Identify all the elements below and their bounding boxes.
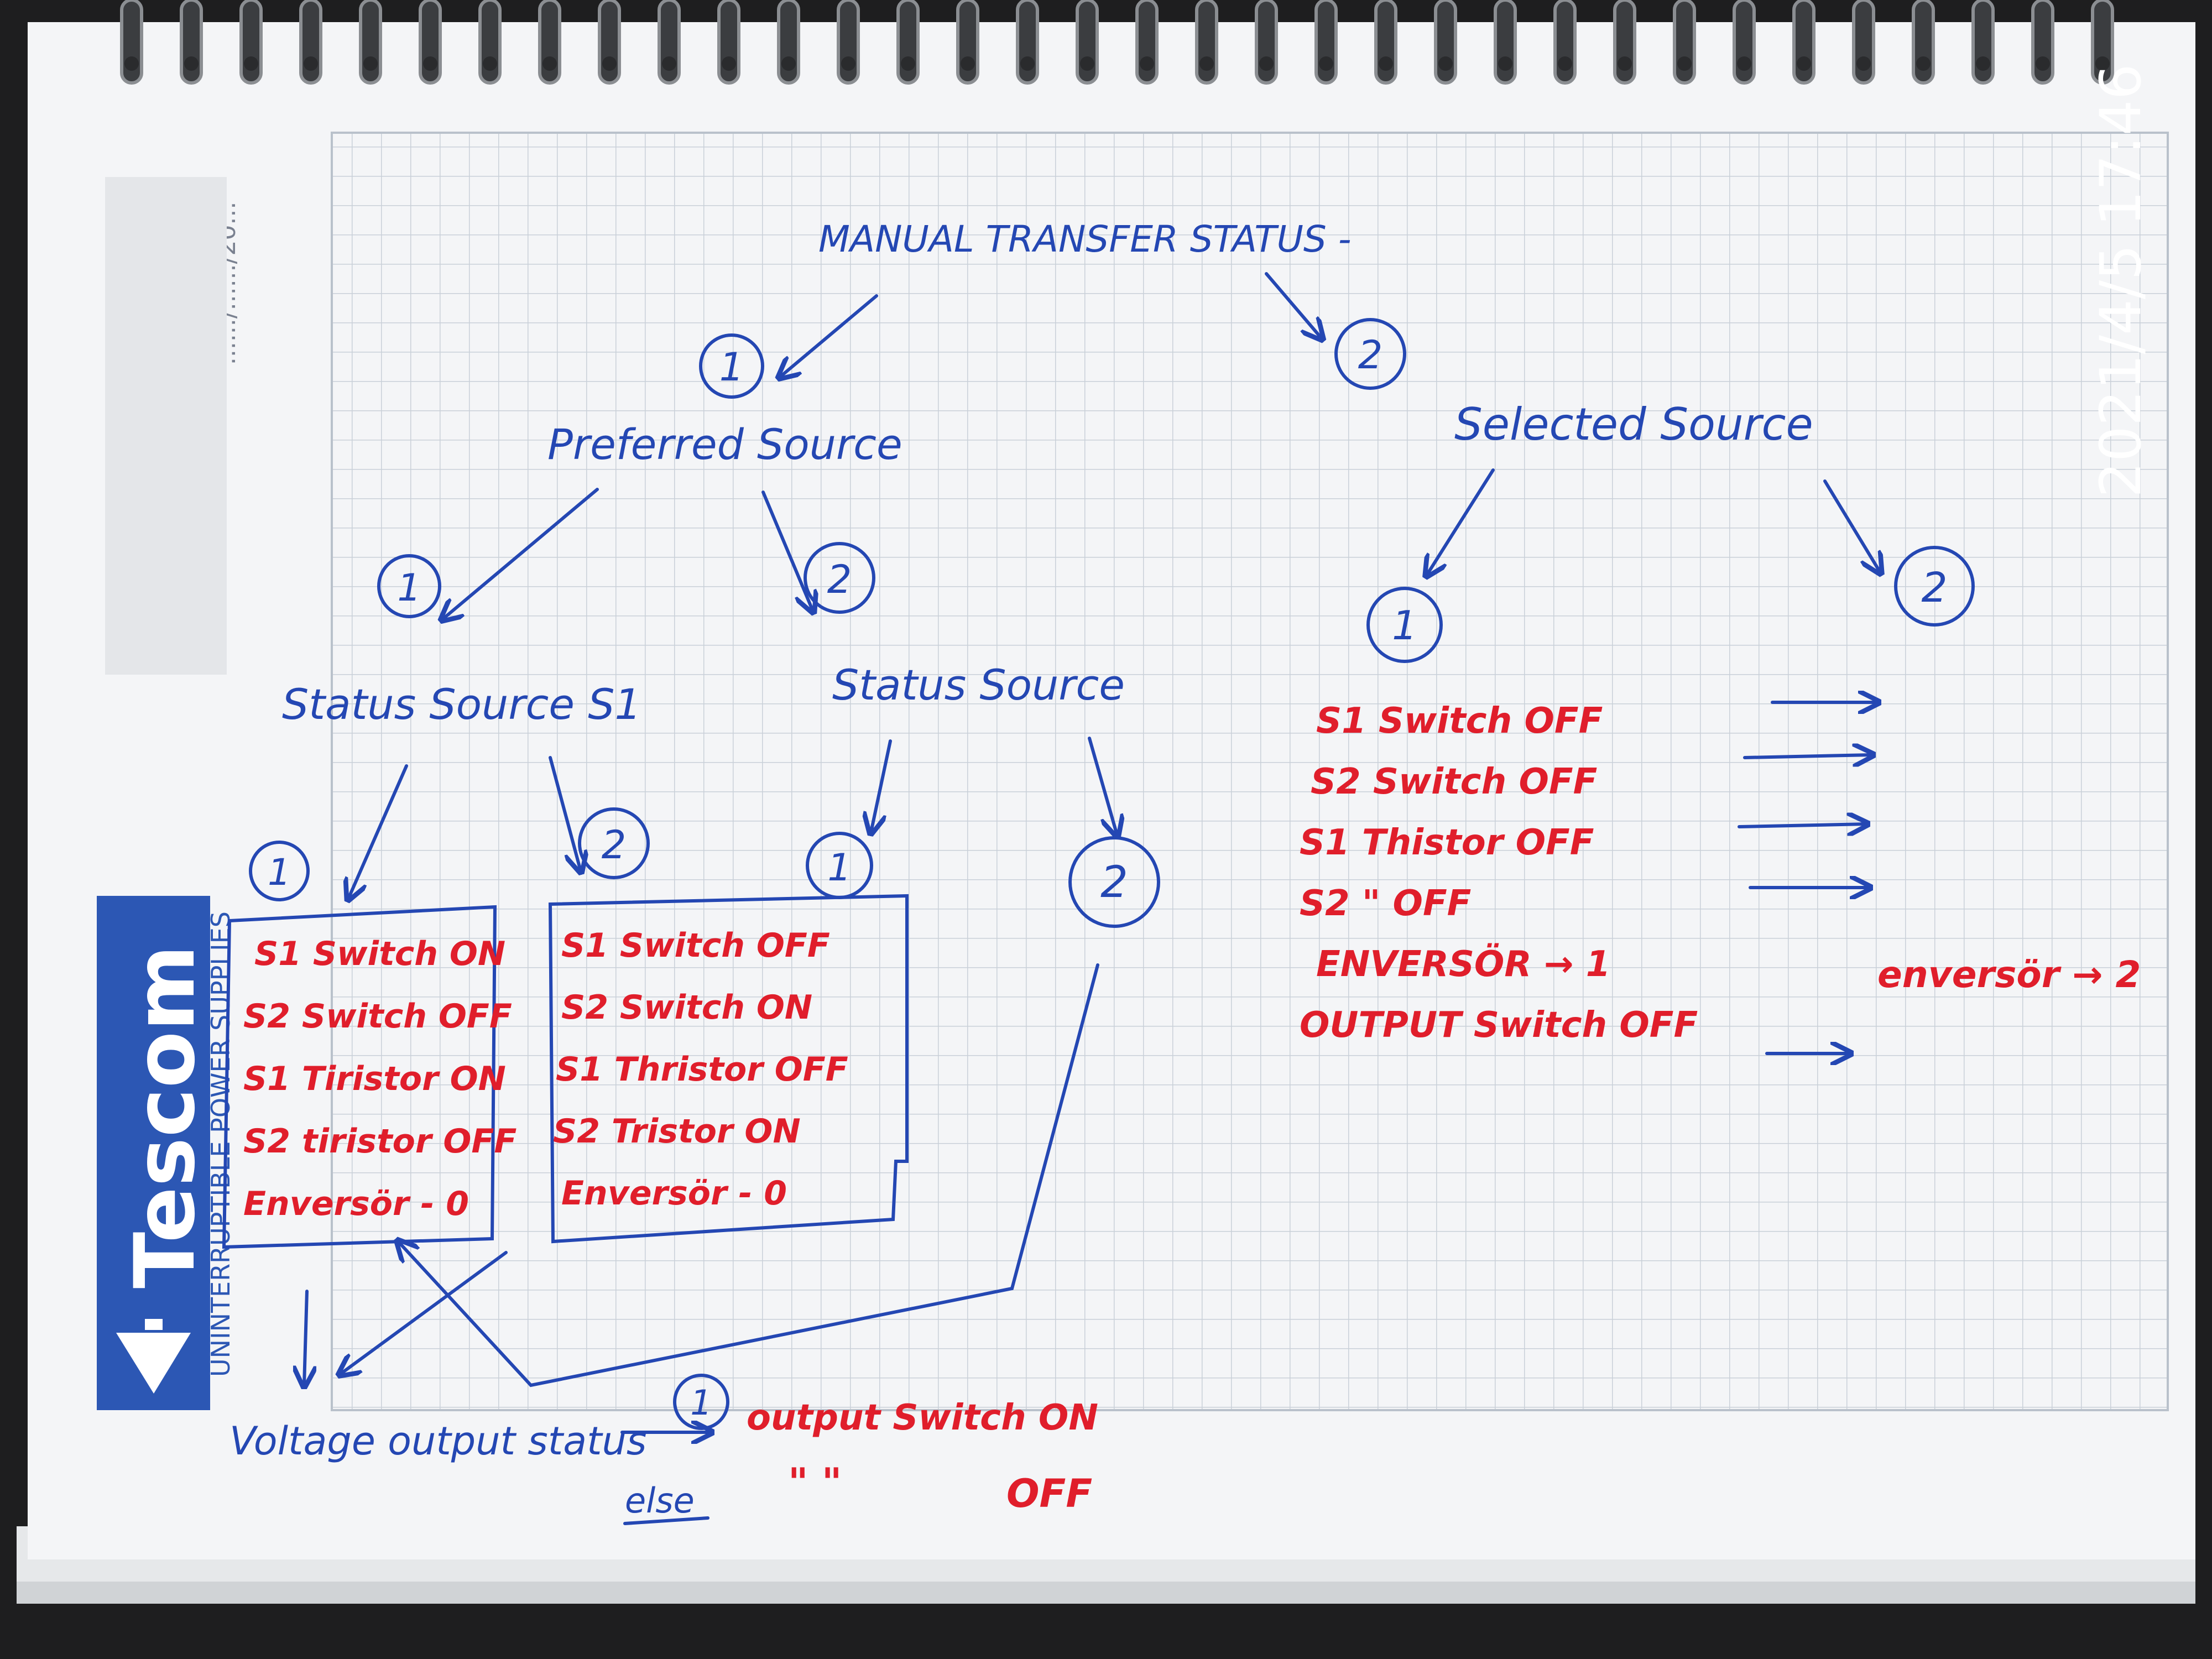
svg-text:1: 1	[827, 846, 851, 890]
sel-line: OUTPUT Switch OFF	[1300, 1005, 1698, 1046]
binding-hole	[244, 56, 258, 71]
circle-selected-2: 2	[1894, 546, 1975, 627]
binding-hole	[1319, 56, 1333, 71]
tescom-logo: Tescom UNINTERRUPTIBLE POWER SUPPLIES	[97, 896, 236, 1410]
binding-hole	[1199, 56, 1214, 71]
binding-hole	[304, 56, 318, 71]
binding-hole	[1976, 56, 1990, 71]
svg-text:2: 2	[827, 557, 852, 602]
binding-hole	[124, 56, 139, 71]
circle-transfer-1: 1	[699, 333, 764, 399]
binding-hole	[602, 56, 617, 71]
box2-line: S1 Switch OFF	[561, 926, 830, 965]
logo-mark-icon	[116, 1333, 191, 1394]
svg-text:2: 2	[1100, 858, 1128, 907]
sel-line: S2 " OFF	[1300, 883, 1471, 924]
box1-line: S2 Switch OFF	[243, 997, 512, 1036]
label-output-switch-on: output Switch ON	[747, 1397, 1098, 1438]
binding-hole	[662, 56, 676, 71]
label-quotes: " "	[788, 1460, 842, 1505]
label-selected-source: Selected Source	[1454, 399, 1813, 450]
box2-line: S2 Tristor ON	[553, 1112, 801, 1151]
binding-hole	[1677, 56, 1692, 71]
box-source2-frame	[548, 894, 909, 1244]
binding-hole	[901, 56, 915, 71]
svg-text:1: 1	[1392, 602, 1417, 649]
sel-line: S1 Thistor OFF	[1300, 822, 1594, 863]
circle-preferred-1: 1	[377, 554, 441, 618]
box-source1-frame	[222, 905, 497, 1249]
binding-hole	[542, 56, 557, 71]
binding-hole	[2036, 56, 2050, 71]
svg-text:1: 1	[397, 566, 421, 610]
binding-hole	[1797, 56, 1811, 71]
binding-hole	[1618, 56, 1632, 71]
selected-source-list: S1 Switch OFF S2 Switch OFF S1 Thistor OFF…	[1300, 701, 1698, 1046]
logo-brand: Tescom	[117, 945, 213, 1288]
circle-s1-1: 1	[249, 841, 310, 901]
circle-transfer-2: 2	[1334, 318, 1406, 390]
binding-hole	[1438, 56, 1453, 71]
sel-line: S1 Switch OFF	[1316, 701, 1603, 742]
timestamp-overlay: 2021/4/5 17:46	[2088, 64, 2154, 498]
svg-text:2: 2	[1921, 564, 1947, 612]
binding-hole	[1080, 56, 1094, 71]
binding-hole	[841, 56, 855, 71]
title-manual-transfer-status: MANUAL TRANSFER STATUS -	[818, 218, 1352, 260]
binding-hole	[781, 56, 796, 71]
label-status-source: Status Source	[832, 660, 1125, 709]
box2-line: Enversör - 0	[561, 1174, 787, 1213]
binding-hole	[363, 56, 378, 71]
box1-line: Enversör - 0	[243, 1185, 469, 1223]
box2-line: S2 Switch ON	[561, 988, 812, 1027]
binding-hole	[184, 56, 199, 71]
binding-hole	[961, 56, 975, 71]
notebook-page	[28, 22, 2195, 1559]
spiral-binding	[120, 0, 2114, 85]
binding-hole	[1737, 56, 1751, 71]
binding-hole	[1856, 56, 1871, 71]
circle-source-2: 2	[1068, 836, 1160, 928]
logo-tagline: UNINTERRUPTIBLE POWER SUPPLIES	[206, 911, 236, 1377]
ghost-logo	[105, 177, 227, 675]
binding-hole	[1020, 56, 1035, 71]
binding-hole	[483, 56, 497, 71]
binding-hole	[1916, 56, 1931, 71]
svg-text:1: 1	[268, 851, 291, 894]
box1-line: S2 tiristor OFF	[243, 1122, 517, 1161]
binding-hole	[1379, 56, 1393, 71]
binding-hole	[1558, 56, 1572, 71]
sel-line: S2 Switch OFF	[1311, 761, 1597, 802]
svg-text:1: 1	[719, 345, 744, 390]
binding-hole	[2095, 56, 2110, 71]
box1-line: S1 Switch ON	[254, 935, 505, 973]
binding-hole	[1259, 56, 1274, 71]
box2-line: S1 Thristor OFF	[556, 1050, 848, 1089]
label-status-source-s1: Status Source S1	[282, 680, 641, 729]
label-voltage-output-status: Voltage output status	[229, 1418, 646, 1464]
sel-line: ENVERSÖR → 1	[1316, 943, 1610, 985]
label-else: else	[625, 1480, 695, 1521]
label-enversor-2: enversör → 2	[1877, 953, 2141, 996]
circle-preferred-2: 2	[804, 542, 875, 614]
binding-hole	[722, 56, 736, 71]
circle-selected-1: 1	[1366, 587, 1443, 663]
circle-s1-2: 2	[578, 807, 650, 879]
svg-text:2: 2	[602, 822, 627, 868]
box-source2-list: S1 Switch OFF S2 Switch ON S1 Thristor OFF…	[553, 926, 848, 1213]
svg-text:1: 1	[690, 1383, 712, 1423]
svg-text:2: 2	[1358, 332, 1383, 378]
flow-arrows	[304, 272, 1880, 1525]
box-source1-list: S1 Switch ON S2 Switch OFF S1 Tiristor ON S…	[243, 935, 517, 1223]
binding-hole	[1140, 56, 1154, 71]
binding-hole	[423, 56, 437, 71]
box1-line: S1 Tiristor ON	[243, 1060, 506, 1098]
label-preferred-source: Preferred Source	[547, 420, 902, 469]
binding-hole	[1498, 56, 1512, 71]
label-off: OFF	[1006, 1471, 1092, 1516]
